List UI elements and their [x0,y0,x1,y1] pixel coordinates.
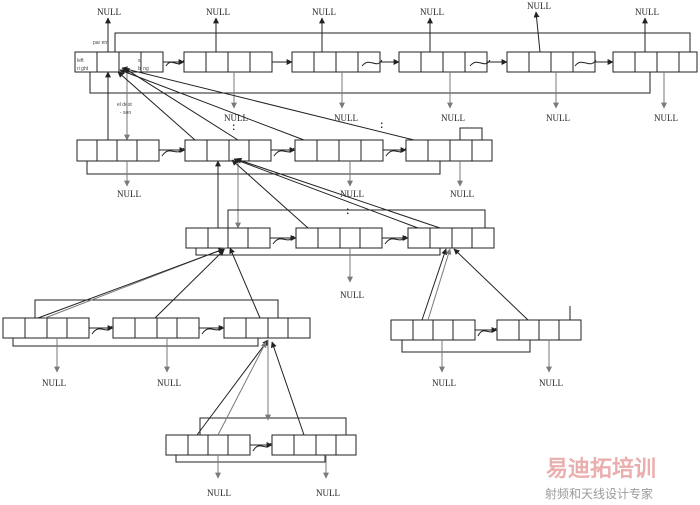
ellipsis-marker: : [346,206,349,217]
level-5-row: NULL NULL [165,339,357,498]
null-label: NULL [117,189,141,199]
sibling-field-label: si [138,58,142,64]
level-3-row: NULL [185,157,495,300]
level-4-left-row: NULL NULL [2,247,311,388]
null-label: NULL [340,189,364,199]
null-label: NULL [97,7,121,17]
null-label: NULL [42,378,66,388]
left-field-label: left [77,58,84,64]
parent-field-label: par ent [93,40,109,46]
watermark-brand: 易迪拓培训 [546,456,656,482]
null-label: NULL [546,113,570,123]
null-label: NULL [539,378,563,388]
null-label: NULL [224,113,248,123]
sibling-field-label-2: bi ng [138,66,149,72]
watermark-logo: 易迪拓培训 射频和天线设计专家 [545,456,656,501]
null-label: NULL [654,113,678,123]
null-label: NULL [635,7,659,17]
eldest-son-label: el dest [117,102,132,108]
right-field-label: ri ght [77,66,89,72]
level-4-right-row: NULL NULL [390,248,582,388]
null-label: NULL [334,113,358,123]
null-label: NULL [450,189,474,199]
eldest-son-label-2: - son [120,110,131,116]
ellipsis-marker: : [380,120,383,131]
null-label: NULL [340,290,364,300]
null-label: NULL [432,378,456,388]
level-1-row: par ent left ri ght si bi ng el dest - s… [74,1,698,141]
null-label: NULL [312,7,336,17]
null-label: NULL [441,113,465,123]
null-label: NULL [207,488,231,498]
null-label: NULL [527,1,551,11]
level-2-row: NULL NULL NULL [76,66,493,229]
null-label: NULL [420,7,444,17]
null-label: NULL [157,378,181,388]
null-label: NULL [316,488,340,498]
ellipsis-marker: : [232,122,235,133]
watermark-tagline: 射频和天线设计专家 [545,486,653,501]
null-label: NULL [206,7,230,17]
